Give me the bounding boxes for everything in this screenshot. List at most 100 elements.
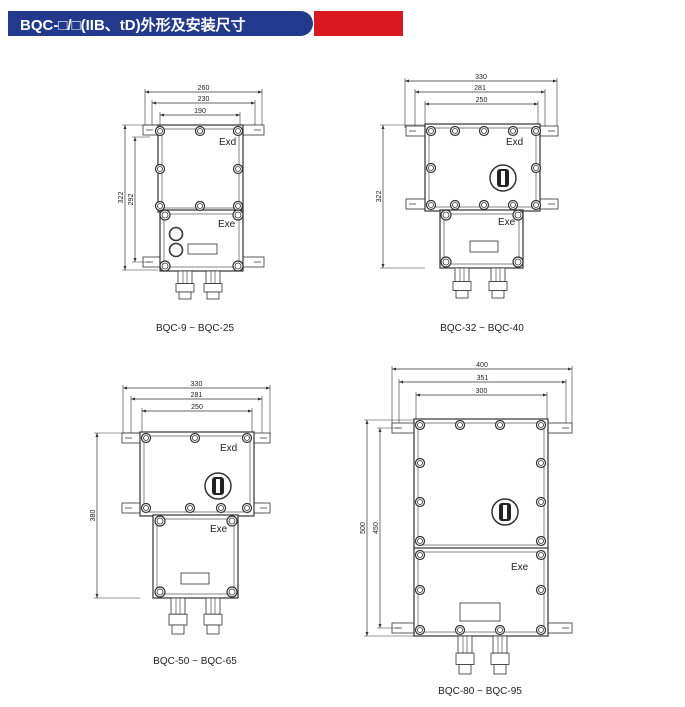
bolt-icon — [512, 256, 524, 268]
bolt-icon — [530, 125, 542, 137]
bolt-icon — [159, 209, 171, 221]
bolt-icon — [538, 627, 544, 633]
bolt-icon — [452, 202, 458, 208]
bolt-icon — [194, 200, 206, 212]
enclosure-box — [413, 418, 549, 550]
bolt-icon — [157, 166, 163, 172]
cable-gland-nut — [203, 283, 223, 293]
bolt-icon — [235, 203, 241, 209]
cable-gland-tail — [178, 291, 192, 300]
bolt-icon — [194, 125, 206, 137]
width-dimension-label: 260 — [198, 85, 210, 92]
bolt-icon — [507, 199, 519, 211]
exd-label: Exd — [219, 137, 236, 148]
bolt-icon — [440, 256, 452, 268]
height-dimension-label: 322 — [376, 191, 383, 203]
bolt-icon — [535, 457, 547, 469]
bolt-icon — [414, 496, 426, 508]
bolt-icon — [417, 627, 423, 633]
width-dimension-label: 330 — [191, 381, 203, 388]
bolt-icon — [428, 202, 434, 208]
height-dimension-label: 380 — [90, 510, 97, 522]
bolt-icon — [535, 419, 547, 431]
bolt-icon — [494, 624, 506, 636]
cable-gland — [170, 597, 186, 615]
bolt-icon — [232, 209, 244, 221]
nameplate — [180, 572, 210, 585]
header-blue-bar — [8, 11, 313, 36]
bolt-icon — [417, 422, 423, 428]
bolt-icon — [478, 125, 490, 137]
nameplate — [469, 240, 499, 253]
bolt-icon — [241, 432, 253, 444]
bolt-icon — [478, 199, 490, 211]
bolt-icon — [154, 200, 166, 212]
exe-label: Exe — [218, 219, 236, 230]
bolt-icon — [414, 457, 426, 469]
bolt-icon — [452, 128, 458, 134]
cable-gland — [454, 267, 470, 282]
bolt-icon — [417, 499, 423, 505]
bolt-icon — [244, 435, 250, 441]
cable-gland-nut — [203, 613, 223, 626]
bolt-icon — [234, 262, 242, 270]
cable-gland — [205, 270, 221, 285]
bolt-icon — [232, 125, 244, 137]
bolt-icon — [454, 419, 466, 431]
bolt-icon — [154, 515, 166, 527]
cable-gland-tail — [455, 290, 469, 299]
nameplate — [459, 602, 501, 622]
bolt-icon — [425, 199, 437, 211]
bolt-icon — [538, 422, 544, 428]
bolt-icon — [533, 202, 539, 208]
bolt-icon — [538, 552, 544, 558]
bolt-icon — [417, 460, 423, 466]
bolt-icon — [512, 209, 524, 221]
switch-handle-icon — [503, 505, 507, 519]
bolt-icon — [154, 125, 166, 137]
enclosure-flange — [156, 518, 235, 595]
exd-label: Exd — [506, 137, 523, 148]
bolt-icon — [440, 209, 452, 221]
bolt-icon — [535, 624, 547, 636]
bolt-icon — [161, 211, 169, 219]
indicator-light-icon — [168, 226, 184, 242]
enclosure-flange — [417, 422, 545, 546]
bolt-icon — [189, 432, 201, 444]
bolt-icon — [161, 262, 169, 270]
width-dimension-label: 351 — [477, 375, 489, 382]
cable-gland — [205, 597, 221, 615]
bolt-icon — [414, 624, 426, 636]
bolt-icon — [187, 505, 193, 511]
bolt-icon — [197, 128, 203, 134]
bolt-icon — [143, 435, 149, 441]
bolt-icon — [533, 128, 539, 134]
bolt-icon — [425, 162, 437, 174]
diagram-caption: BQC-80 ~ BQC-95 — [438, 686, 522, 697]
cable-gland — [492, 635, 508, 654]
width-dimension-label: 281 — [191, 392, 203, 399]
bolt-icon — [442, 211, 450, 219]
exe-label: Exe — [511, 562, 529, 573]
bolt-icon — [510, 128, 516, 134]
cable-gland — [177, 270, 193, 285]
bolt-icon — [157, 128, 163, 134]
bolt-icon — [232, 260, 244, 272]
indicator-light-icon — [168, 242, 184, 258]
bolt-icon — [535, 584, 547, 596]
bolt-icon — [226, 515, 238, 527]
bolt-icon — [514, 258, 522, 266]
bolt-icon — [535, 496, 547, 508]
bolt-icon — [143, 505, 149, 511]
bolt-icon — [457, 627, 463, 633]
bolt-icon — [154, 586, 166, 598]
bolt-icon — [497, 627, 503, 633]
bolt-icon — [494, 419, 506, 431]
bolt-icon — [417, 587, 423, 593]
bolt-icon — [157, 203, 163, 209]
height-dimension-label: 292 — [128, 194, 135, 206]
bolt-icon — [538, 587, 544, 593]
